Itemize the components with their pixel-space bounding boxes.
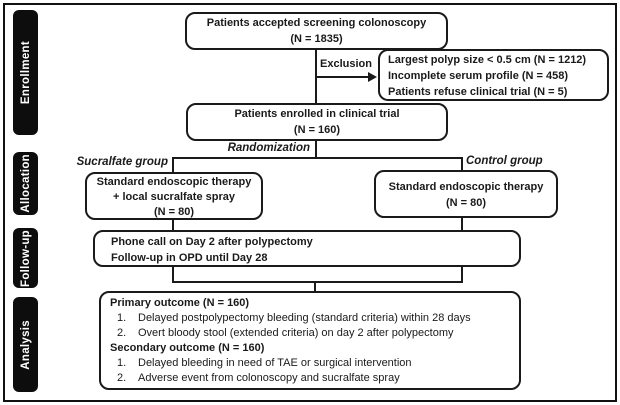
exclusion-item: Largest polyp size < 0.5 cm (N = 1212) [388, 54, 587, 66]
exclusion-item: Patients refuse clinical trial (N = 5) [388, 86, 568, 98]
stage-bar-enrollment: Enrollment [13, 10, 38, 135]
item-text: Delayed bleeding in need of TAE or surgi… [138, 357, 412, 369]
sucralfate-box-line1: Standard endoscopic therapy [96, 176, 252, 188]
item-text: Overt bloody stool (extended criteria) o… [138, 327, 454, 339]
item-number: 1. [117, 312, 127, 324]
arrow-right-icon [368, 72, 377, 82]
secondary-outcome-item: 2. Adverse event from colonoscopy and su… [110, 371, 513, 386]
primary-outcome-item: 1. Delayed postpolypectomy bleeding (sta… [110, 311, 513, 326]
secondary-outcome-item: 1. Delayed bleeding in need of TAE or su… [110, 356, 513, 371]
screening-box-line1: Patients accepted screening colonoscopy [206, 17, 427, 29]
secondary-outcome-list: 1. Delayed bleeding in need of TAE or su… [110, 356, 513, 386]
connector-enrolled-to-randomization [315, 141, 317, 157]
item-number: 1. [117, 357, 127, 369]
item-text: Delayed postpolypectomy bleeding (standa… [138, 312, 471, 324]
followup-box-line1: Phone call on Day 2 after polypectomy [111, 236, 313, 248]
connector-exclusion-line [316, 76, 369, 78]
exclusion-label: Exclusion [320, 58, 372, 70]
connector-sucralfate-to-followup [172, 220, 174, 230]
analysis-box: Primary outcome (N = 160) 1. Delayed pos… [99, 291, 521, 390]
secondary-outcome-heading: Secondary outcome (N = 160) [110, 342, 265, 354]
screening-box: Patients accepted screening colonoscopy … [185, 12, 448, 50]
connector-split-to-control [461, 159, 463, 170]
sucralfate-box-line2: + local sucralfate spray [113, 191, 235, 203]
stage-label-allocation: Allocation [19, 154, 32, 213]
connector-split-to-sucralfate [172, 159, 174, 172]
followup-box: Phone call on Day 2 after polypectomy Fo… [93, 230, 521, 267]
stage-bar-allocation: Allocation [13, 152, 38, 215]
stage-label-analysis: Analysis [19, 319, 32, 370]
screening-box-line2: (N = 1835) [290, 33, 343, 45]
randomization-label: Randomization [227, 142, 310, 154]
exclusion-box: Largest polyp size < 0.5 cm (N = 1212) In… [378, 49, 609, 101]
connector-control-to-followup [461, 218, 463, 230]
sucralfate-group-box: Standard endoscopic therapy + local sucr… [85, 172, 263, 220]
exclusion-item: Incomplete serum profile (N = 458) [388, 70, 569, 82]
connector-randomization-split [172, 157, 463, 159]
stage-label-followup: Follow-up [19, 229, 32, 287]
enrolled-box: Patients enrolled in clinical trial (N =… [186, 103, 448, 141]
sucralfate-group-label: Sucralfate group [76, 156, 168, 168]
stage-bar-followup: Follow-up [13, 228, 38, 288]
enrolled-box-line1: Patients enrolled in clinical trial [234, 108, 400, 120]
sucralfate-box-line3: (N = 80) [153, 206, 195, 218]
control-box-line1: Standard endoscopic therapy [388, 181, 544, 193]
control-box-line2: (N = 80) [445, 197, 487, 209]
stage-bar-analysis: Analysis [13, 297, 38, 392]
item-number: 2. [117, 327, 127, 339]
enrolled-box-line2: (N = 160) [293, 124, 341, 136]
connector-followup-left-down [172, 267, 174, 282]
item-number: 2. [117, 372, 127, 384]
item-text: Adverse event from colonoscopy and sucra… [138, 372, 400, 384]
followup-box-line2: Follow-up in OPD until Day 28 [111, 252, 268, 264]
connector-followup-right-down [461, 267, 463, 282]
figure-border [3, 3, 617, 402]
connector-merge-line [172, 281, 463, 283]
stage-label-enrollment: Enrollment [19, 40, 32, 105]
control-group-label: Control group [466, 155, 543, 167]
primary-outcome-list: 1. Delayed postpolypectomy bleeding (sta… [110, 311, 513, 341]
connector-merge-to-analysis [314, 283, 316, 291]
primary-outcome-heading: Primary outcome (N = 160) [110, 297, 250, 309]
primary-outcome-item: 2. Overt bloody stool (extended criteria… [110, 326, 513, 341]
control-group-box: Standard endoscopic therapy (N = 80) [374, 170, 558, 218]
